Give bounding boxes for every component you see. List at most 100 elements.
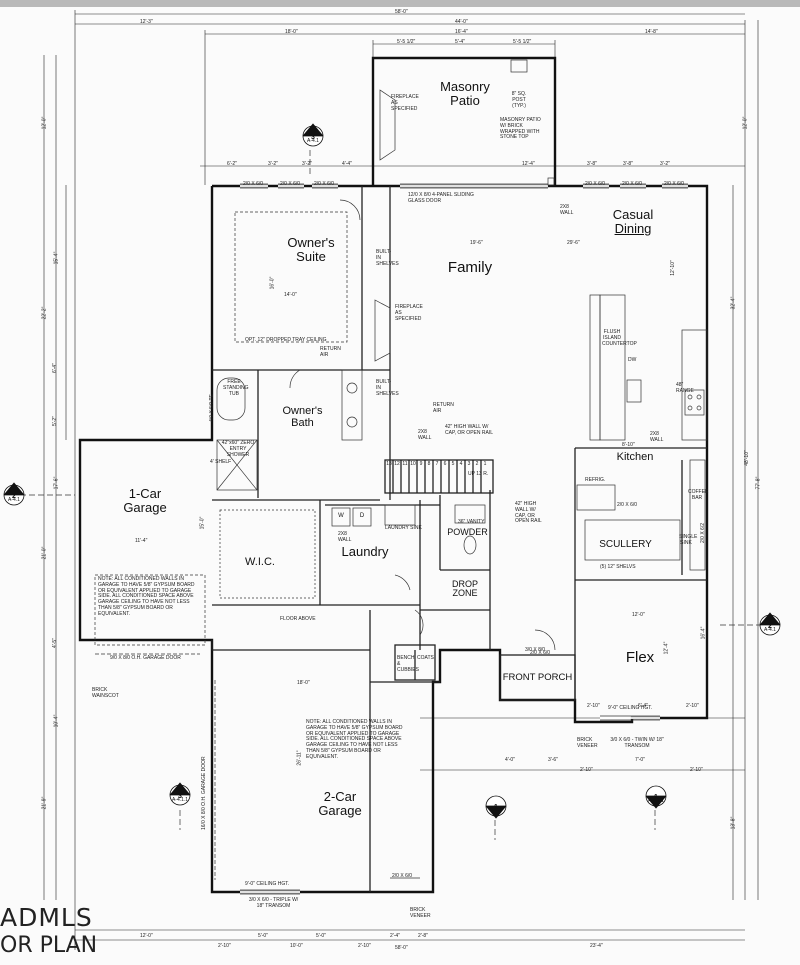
dim-right-d: 77'-8" xyxy=(755,476,762,490)
masonry-patio-line-2: Patio xyxy=(450,92,480,108)
dim-overall-top: 58'-0" xyxy=(395,9,408,15)
dim-flex-a: 2'-10" xyxy=(587,703,600,709)
dim-bottom-g: 2'-8" xyxy=(418,933,428,939)
floor-above-note: FLOOR ABOVE xyxy=(280,616,316,622)
dim-top-2-b: 16'-4" xyxy=(455,29,468,35)
shower-note: 42"x60" ZERO ENTRY SHOWER xyxy=(221,440,255,458)
stair-riser-6: 6 xyxy=(443,461,447,467)
window-tag-7: 2/0 X 6/0 xyxy=(617,502,638,508)
dim-porch-d: 7'-0" xyxy=(635,757,645,763)
two-car-garage-label: 2-Car Garage xyxy=(305,790,375,817)
shelves-note: (5) 12" SHELVS xyxy=(600,564,636,570)
dim-porch-e: 2'-10" xyxy=(690,767,703,773)
dim-row-d: 4'-4" xyxy=(342,161,352,167)
window-tag-3: 2/0 X 6/0 xyxy=(314,181,335,187)
return-air-note-1: RETURN AIR xyxy=(320,346,341,358)
section-marker-2-right-ref: A-4.1 xyxy=(764,627,776,633)
garage-door-2-text: 16/0 X 8/0 O.H. GARAGE DOOR xyxy=(201,756,207,830)
window-tag-4: 2/0 X 6/0 xyxy=(585,181,606,187)
dim-dining-width: 29'-6" xyxy=(567,240,580,246)
dim-porch-c: 2'-10" xyxy=(580,767,593,773)
dim-garage-2-width: 18'-0" xyxy=(297,680,310,686)
stair-riser-2: 2 xyxy=(475,461,479,467)
dim-porch-a: 4'-0" xyxy=(505,757,515,763)
shelf-note: 4' SHELF xyxy=(210,459,232,465)
section-marker-1-porch: 1 xyxy=(494,804,498,811)
dryer-label: D xyxy=(359,513,365,519)
drop-zone-label: DROP ZONE xyxy=(445,579,485,599)
sliding-door-note: 12/0 X 8/0 4-PANEL SLIDING GLASS DOOR xyxy=(408,192,474,204)
dim-bottom-a: 12'-0" xyxy=(140,933,153,939)
wic-label: W.I.C. xyxy=(245,556,275,568)
dim-garage-1-height: 15'-0" xyxy=(199,516,206,530)
kitchen-label: Kitchen xyxy=(616,451,654,463)
one-car-garage-line-2: Garage xyxy=(123,499,167,515)
dim-row-f: 3'-8" xyxy=(587,161,597,167)
window-tag-1: 2/0 X 6/0 xyxy=(243,181,264,187)
window-tag-6: 2/0 X 6/0 xyxy=(664,181,685,187)
dim-left-e: 5'-2" xyxy=(51,416,58,426)
masonry-patio-label: Masonry Patio xyxy=(430,80,500,107)
coats-note: COATS xyxy=(417,655,434,661)
dim-row-b: 3'-2" xyxy=(268,161,278,167)
dim-suite-width: 14'-0" xyxy=(284,292,297,298)
dim-row-h: 3'-2" xyxy=(660,161,670,167)
patio-note: MASONRY PATIO W/ BRICK WRAPPED WITH STON… xyxy=(500,117,541,141)
dim-kitchen-width: 8'-10" xyxy=(622,442,635,448)
dim-flex-c: 2'-10" xyxy=(686,703,699,709)
brick-wainscot-note: BRICK WAINSCOT xyxy=(92,687,119,699)
section-marker-3-garage: 3 xyxy=(178,793,182,800)
dim-right-f: 16'-4" xyxy=(700,626,707,640)
owners-bath-line-2: Bath xyxy=(291,416,314,429)
half-wall-note: 42" HIGH WALL W/ CAP, OR OPEN RAIL xyxy=(445,424,493,436)
dim-right-a: 12'-0" xyxy=(742,116,749,130)
fireplace-note-2: FIREPLACE AS SPECIFIED xyxy=(395,304,423,322)
dim-left-c: 22'-2" xyxy=(41,306,48,320)
laundry-sink-note: LAUNDRY SINK xyxy=(385,525,422,531)
laundry-label: Laundry xyxy=(341,544,389,559)
masonry-patio-line-1: Masonry xyxy=(440,79,490,94)
wall-2x8-note-1: 2X8 WALL xyxy=(560,204,574,216)
window-tag-side: 2/0 X 6/0 xyxy=(392,873,413,879)
free-tub-note: FREE STANDING TUB xyxy=(223,379,249,397)
dim-flex-width: 12'-0" xyxy=(632,612,645,618)
dim-bottom-h: 10'-0" xyxy=(290,943,303,949)
two-car-garage-line-1: 2-Car xyxy=(323,789,357,804)
dim-left-d: 6'-4" xyxy=(51,363,58,373)
dim-top-mid: 44'-0" xyxy=(455,19,468,25)
stair-riser-9: 9 xyxy=(419,461,423,467)
owners-suite-label: Owner's Suite xyxy=(276,236,346,263)
stair-riser-5: 5 xyxy=(451,461,455,467)
fireplace-note-1: FIREPLACE AS SPECIFIED xyxy=(391,94,419,112)
dim-row-a: 6'-2" xyxy=(227,161,237,167)
dim-bottom-e: 2'-10" xyxy=(358,943,371,949)
section-marker-1-flex-ref: A-4.1.1 xyxy=(647,798,665,804)
section-marker-3-top: 3 xyxy=(311,134,315,141)
dim-top-left: 12'-3" xyxy=(140,19,153,25)
wall-2x8-note-4: 2X8 WALL xyxy=(338,531,352,543)
casual-dining-label: Casual Dining xyxy=(598,208,668,235)
dim-bottom-d: 5'-0" xyxy=(316,933,326,939)
section-marker-3-garage-ref: A-4.1.1 xyxy=(171,797,189,803)
dim-flex-b: 6'-4" xyxy=(638,703,648,709)
window-tag-tub: 4/0 X 5/0 TE xyxy=(208,394,215,422)
powder-label: POWDER xyxy=(447,527,488,537)
dim-right-g: 13'-8" xyxy=(730,816,737,830)
dw-label: DW xyxy=(628,357,637,363)
two-car-garage-line-2: Garage xyxy=(318,802,362,818)
owners-bath-label: Owner's Bath xyxy=(275,405,330,429)
coffee-bar-note: COFFEE BAR xyxy=(688,489,709,501)
dim-bottom-i: 23'-4" xyxy=(590,943,603,949)
dim-top-2-a: 18'-0" xyxy=(285,29,298,35)
dim-patio-b: 5'-4" xyxy=(455,39,465,45)
section-marker-2-left: 2 xyxy=(12,493,16,500)
drop-zone-line-2: ZONE xyxy=(452,588,478,599)
built-in-shelves-note-1: BUILT-IN SHELVES xyxy=(376,249,399,267)
twin-window-note: 3/0 X 6/0 - TWIN W/ 18" TRANSOM xyxy=(610,737,664,749)
stair-riser-1: 1 xyxy=(483,461,487,467)
stair-riser-8: 8 xyxy=(427,461,431,467)
triple-window-note: 3/0 X 6/0 - TRIPLE W/ 18" TRANSOM xyxy=(248,897,299,909)
ceiling-hgt-note-2: 9'-0" CEILING HGT. xyxy=(608,705,653,711)
wall-2x8-note-3: 2X8 WALL xyxy=(650,431,664,443)
